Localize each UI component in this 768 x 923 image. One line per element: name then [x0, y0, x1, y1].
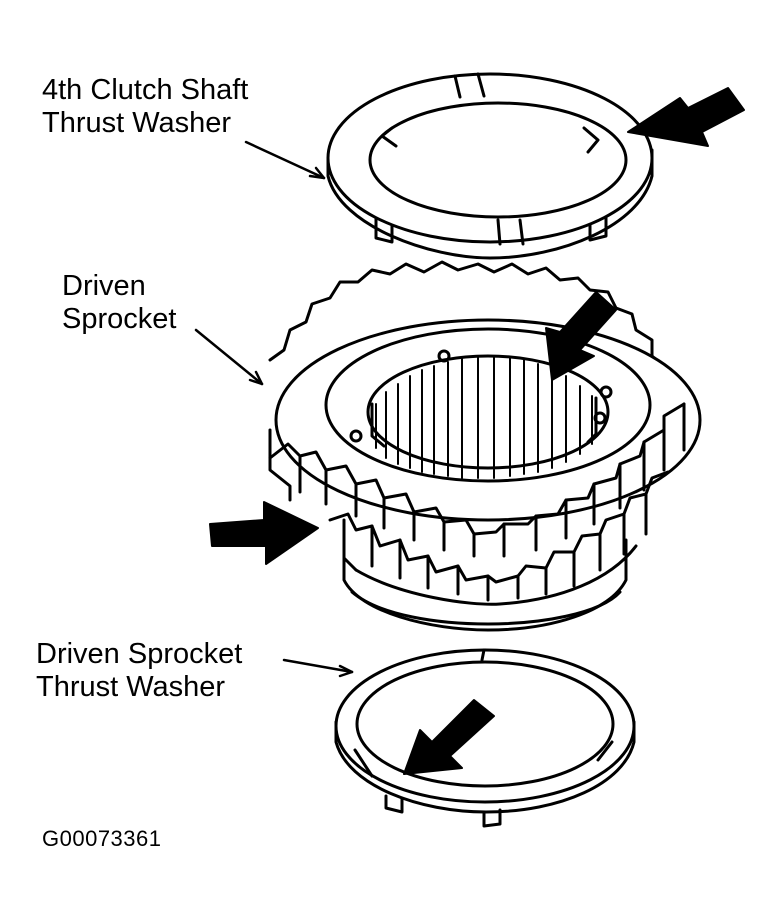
clutch-washer-label-line1: 4th Clutch Shaft [42, 74, 249, 106]
driven-sprocket-thrust-washer [334, 648, 636, 828]
sprocket-washer-label-line1: Driven Sprocket [36, 638, 243, 670]
arrow-icon [403, 699, 495, 775]
figure-code: G00073361 [42, 826, 162, 851]
leader-lines [194, 140, 354, 678]
clutch-washer-label: 4th Clutch Shaft Thrust Washer [42, 74, 248, 140]
clutch-washer-label-line2: Thrust Washer [42, 107, 232, 139]
sprocket-washer-label-line2: Thrust Washer [36, 671, 226, 703]
driven-sprocket [268, 260, 702, 632]
sprocket-label-line1: Driven [62, 270, 146, 302]
clutch-washer-leader [244, 140, 326, 180]
clutch-shaft-thrust-washer [326, 72, 654, 260]
sprocket-washer-label: Driven Sprocket Thrust Washer [36, 638, 242, 704]
arrow-icon [209, 501, 319, 565]
arrow-icon [627, 87, 745, 147]
sprocket-label-line2: Sprocket [62, 303, 177, 335]
sprocket-leader [194, 328, 264, 386]
sprocket-label: Driven Sprocket [62, 270, 176, 336]
sprocket-washer-leader [282, 658, 354, 674]
arrow-icon [545, 291, 617, 381]
